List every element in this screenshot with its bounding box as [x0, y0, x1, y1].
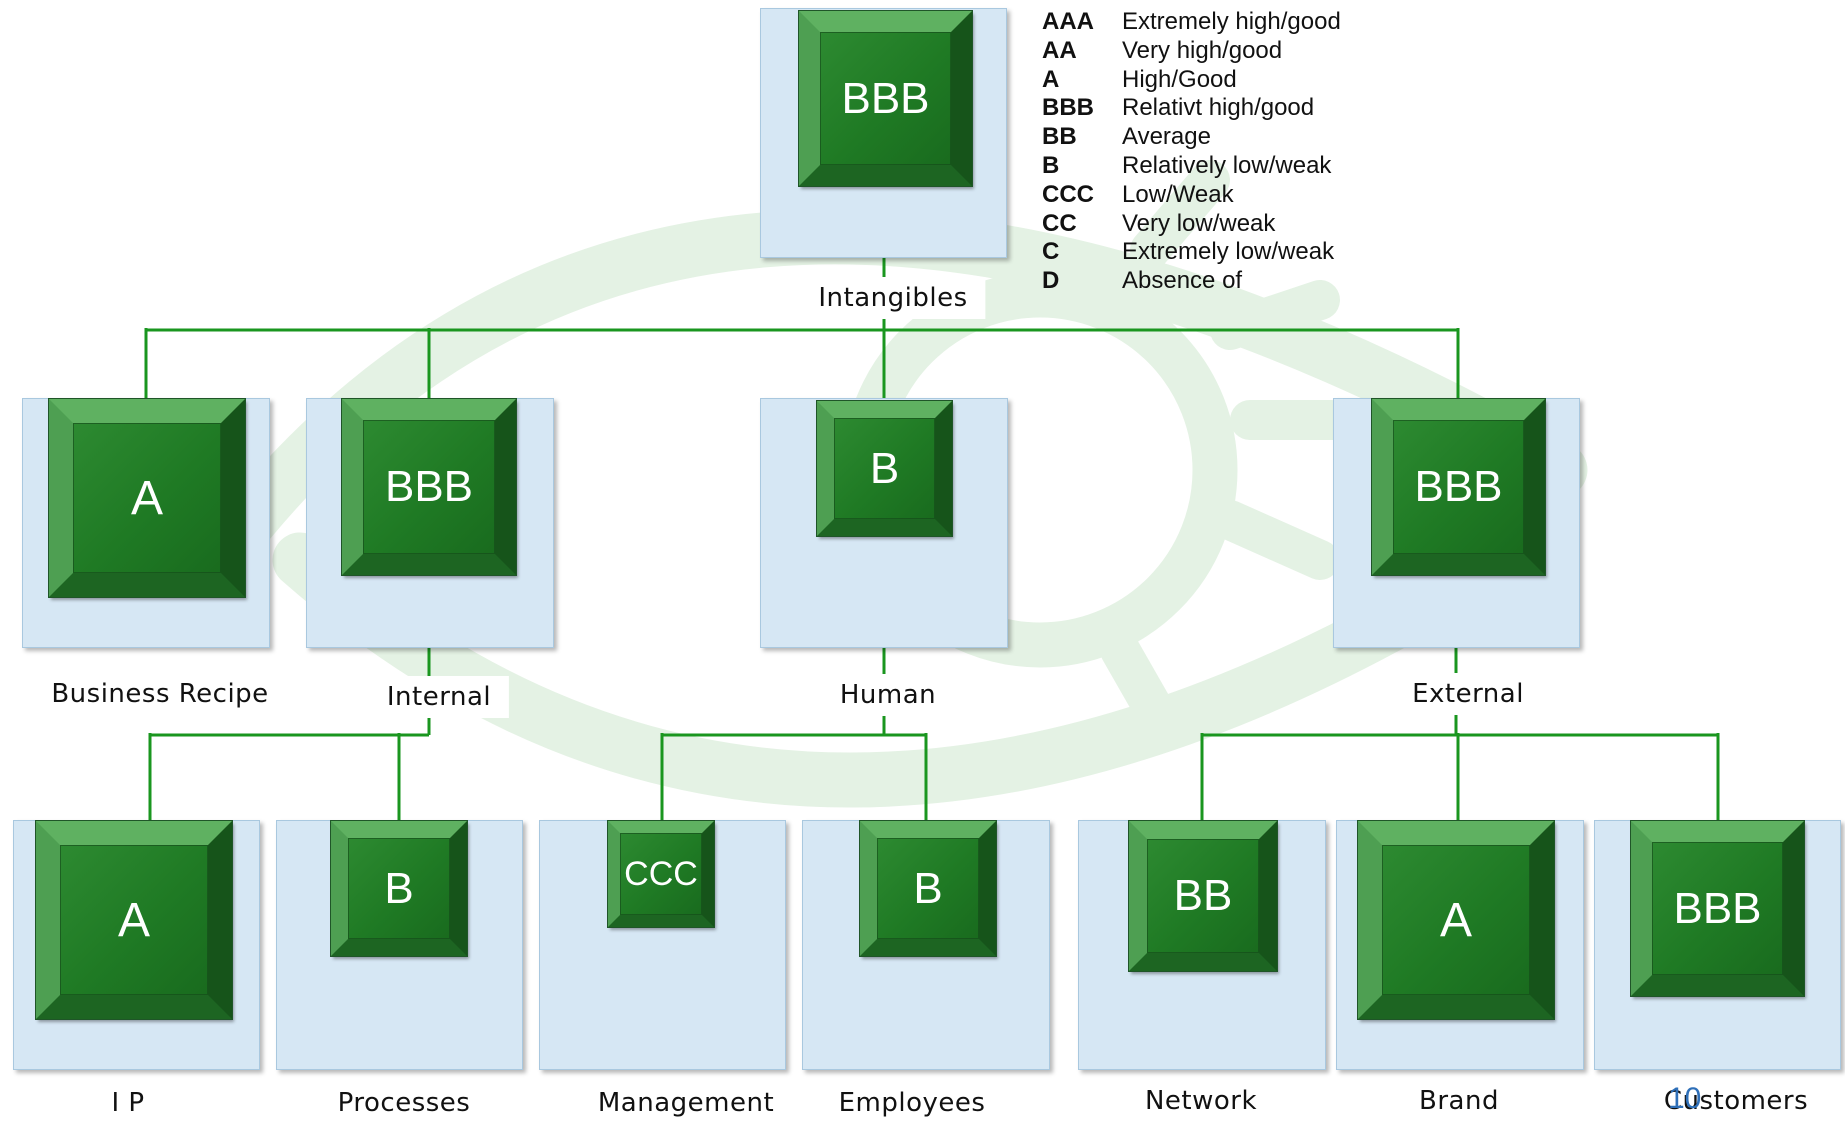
node-internal: BBB: [306, 398, 554, 648]
node-label-intangibles: Intangibles: [800, 277, 986, 319]
rating-tile: BBB: [1371, 398, 1546, 576]
node-label-external: External: [1394, 673, 1542, 715]
legend-code: CC: [1042, 209, 1077, 237]
node-label-human: Human: [821, 674, 955, 716]
rating-value: BBB: [363, 420, 495, 554]
rating-value: BBB: [1652, 842, 1783, 975]
legend-description: Relativt high/good: [1122, 94, 1315, 122]
rating-tile: CCC: [607, 820, 715, 928]
legend-row: CC Very low/weak: [1042, 210, 1341, 239]
node-label-network: Network: [1126, 1080, 1276, 1122]
rating-tile: A: [48, 398, 246, 598]
legend-row: BB Average: [1042, 123, 1341, 152]
rating-value: BBB: [1393, 420, 1524, 554]
legend-description: Average: [1122, 123, 1211, 151]
rating-value: A: [60, 845, 208, 995]
node-external: BBB: [1333, 398, 1580, 648]
rating-tile: BB: [1128, 820, 1278, 972]
legend-code: AA: [1042, 36, 1077, 64]
node-label-processes: Processes: [319, 1082, 489, 1124]
node-label-business-recipe: Business Recipe: [33, 673, 287, 715]
legend-description: Very high/good: [1122, 36, 1283, 64]
page-number: 10: [1668, 1082, 1702, 1115]
node-human: B: [760, 398, 1008, 648]
rating-tile: B: [330, 820, 468, 957]
rating-value: A: [1382, 845, 1530, 995]
legend-code: CCC: [1042, 180, 1094, 208]
rating-tile: A: [1357, 820, 1555, 1020]
node-label-employees: Employees: [820, 1082, 1004, 1124]
legend-row: CCC Low/Weak: [1042, 181, 1341, 210]
legend-description: Relatively low/weak: [1122, 151, 1332, 179]
rating-value: CCC: [620, 833, 702, 915]
node-intangibles: BBB: [760, 8, 1007, 258]
node-business-recipe: A: [22, 398, 270, 648]
node-brand: A: [1336, 820, 1584, 1070]
rating-tile: B: [816, 400, 953, 537]
node-employees: B: [802, 820, 1050, 1070]
rating-value: B: [834, 418, 935, 519]
legend-row: AA Very high/good: [1042, 37, 1341, 66]
rating-value: BB: [1147, 839, 1259, 953]
legend-description: Absence of: [1122, 267, 1243, 295]
legend-row: B Relatively low/weak: [1042, 152, 1341, 181]
legend-row: BBB Relativt high/good: [1042, 94, 1341, 123]
rating-tile: BBB: [798, 10, 973, 187]
legend-code: BBB: [1042, 94, 1094, 122]
legend-description: Extremely high/good: [1122, 8, 1341, 35]
legend-row: D Absence of: [1042, 267, 1341, 296]
rating-value: B: [877, 838, 979, 939]
node-label-customers: Customers: [1663, 1086, 1809, 1116]
legend-code: B: [1042, 151, 1060, 179]
legend-description: Very low/weak: [1122, 209, 1276, 237]
rating-tile: BBB: [341, 398, 517, 576]
legend-description: Extremely low/weak: [1122, 238, 1335, 266]
node-label-internal: Internal: [368, 676, 510, 718]
node-processes: B: [276, 820, 523, 1070]
legend-code: AAA: [1042, 8, 1094, 35]
legend-description: High/Good: [1122, 65, 1237, 93]
rating-value: BBB: [820, 32, 951, 165]
legend-row: A High/Good: [1042, 66, 1341, 95]
rating-tile: BBB: [1630, 820, 1805, 997]
node-network: BB: [1078, 820, 1326, 1070]
rating-value: A: [73, 423, 221, 573]
legend-code: BB: [1042, 123, 1077, 151]
legend-row: AAA Extremely high/good: [1042, 8, 1341, 37]
node-label-management: Management: [579, 1082, 793, 1124]
legend-row: C Extremely low/weak: [1042, 238, 1341, 267]
legend-code: D: [1042, 267, 1060, 295]
legend-description: Low/Weak: [1122, 180, 1234, 208]
node-label-ip: I P: [93, 1082, 163, 1124]
legend-code: C: [1042, 238, 1060, 266]
rating-value: B: [348, 838, 450, 939]
rating-tile: A: [35, 820, 233, 1020]
rating-tile: B: [859, 820, 997, 957]
node-customers: BBB: [1594, 820, 1841, 1070]
node-ip: A: [13, 820, 260, 1070]
node-management: CCC: [539, 820, 786, 1070]
node-label-brand: Brand: [1401, 1080, 1517, 1122]
legend-code: A: [1042, 65, 1060, 93]
